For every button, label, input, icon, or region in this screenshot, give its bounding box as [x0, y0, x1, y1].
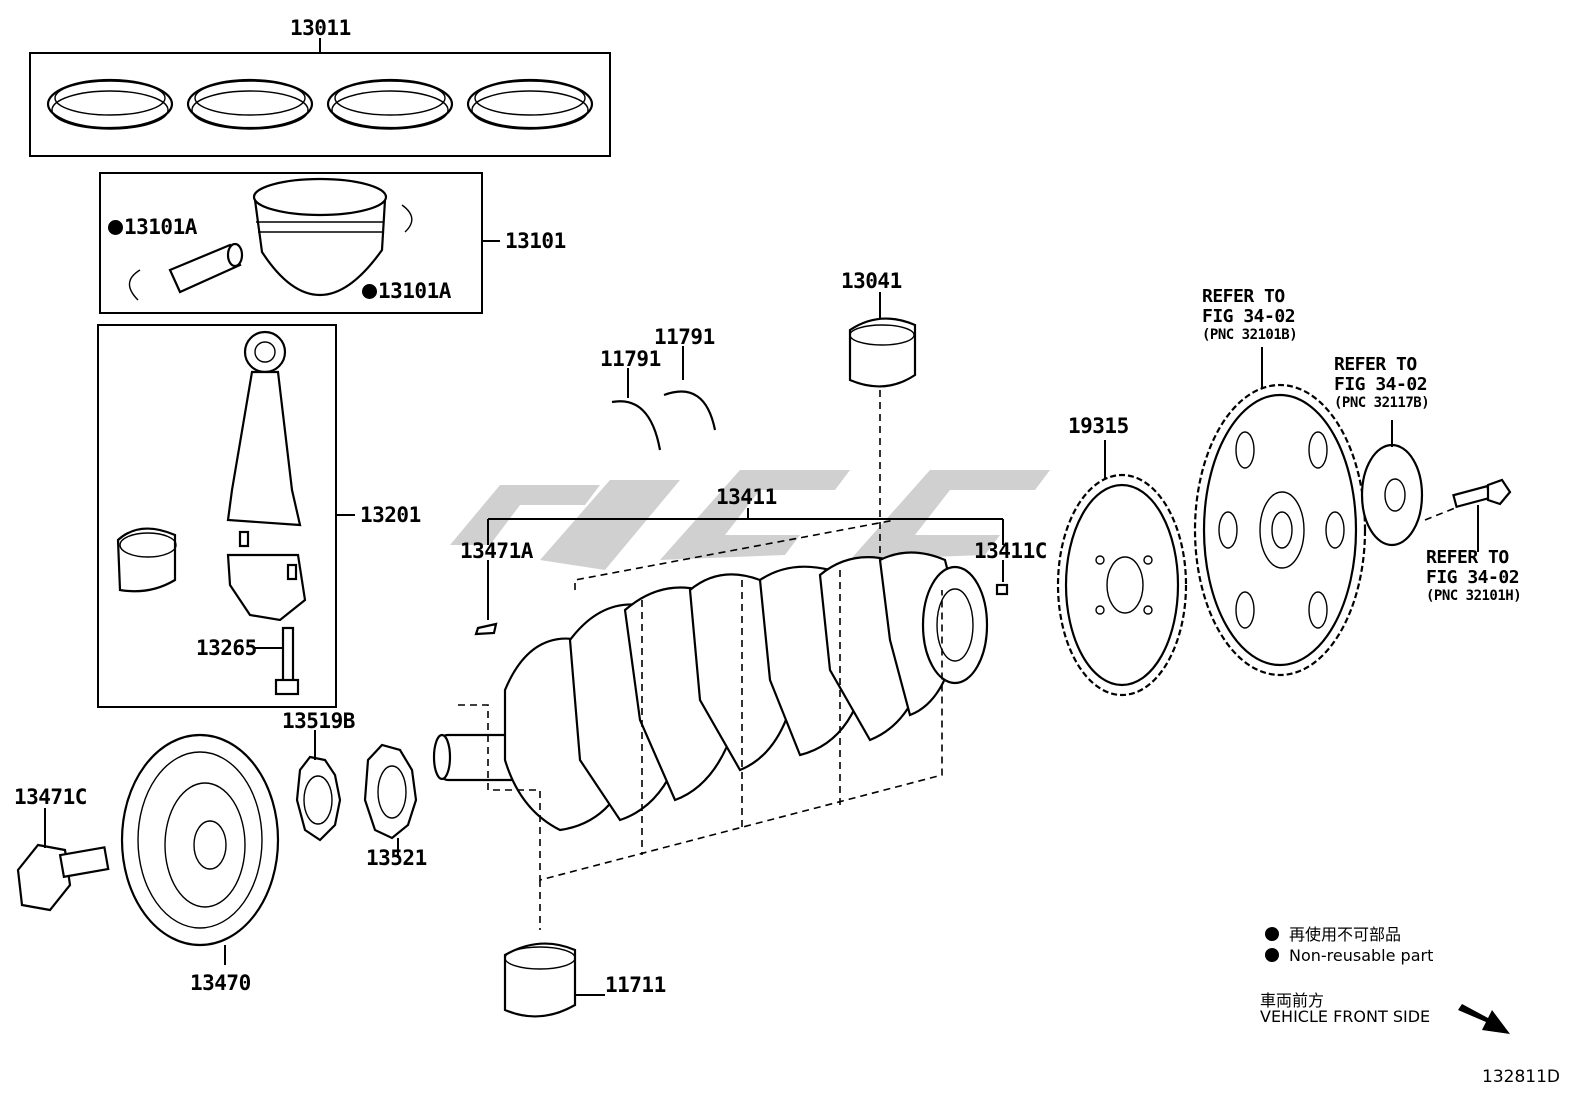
non-reusable-dot-icon [1265, 948, 1279, 962]
legend-front-en: VEHICLE FRONT SIDE [1260, 1007, 1431, 1026]
reference-line: REFER TO [1426, 547, 1509, 568]
pin-13411C [995, 583, 1009, 596]
legend-non-reusable-en: Non-reusable part [1265, 946, 1433, 965]
label-19315: 19315 [1068, 414, 1129, 438]
piston-box [99, 172, 483, 314]
legend-non-reusable-ja: 再使用不可部品 [1265, 921, 1401, 945]
label-13519B: 13519B [282, 709, 355, 733]
label-13101: 13101 [505, 229, 566, 253]
spacer-plate [1360, 443, 1424, 547]
label-13471C: 13471C [14, 785, 87, 809]
sprocket-13519B [295, 755, 342, 842]
drive-plate [1193, 383, 1367, 677]
bearing-11711 [503, 942, 577, 1018]
reference-block-1: REFER TO FIG 34-02 (PNC 32101B) [1202, 286, 1298, 344]
reference-line: REFER TO [1334, 354, 1417, 375]
crankshaft [432, 551, 989, 832]
non-reusable-dot-icon [108, 220, 123, 235]
key-13471A [474, 622, 498, 636]
vehicle-front-arrow-icon [1458, 1004, 1510, 1034]
label-13411C: 13411C [974, 539, 1047, 563]
thrust-washer-left [611, 400, 662, 451]
label-13011: 13011 [290, 16, 351, 40]
label-11791-right: 11791 [654, 325, 715, 349]
timing-rotor-19315 [1056, 473, 1188, 697]
reference-pnc: (PNC 32101H) [1426, 588, 1522, 604]
sprocket-13521 [363, 743, 418, 840]
label-11791-left: 11791 [600, 347, 661, 371]
reference-pnc: (PNC 32117B) [1334, 395, 1430, 411]
reference-block-3: REFER TO FIG 34-02 (PNC 32101H) [1426, 547, 1522, 605]
connecting-rod [116, 330, 307, 696]
reference-fig: FIG 34-02 [1334, 374, 1428, 395]
label-13041: 13041 [841, 269, 902, 293]
reference-line: REFER TO [1202, 286, 1285, 307]
bearing-13041 [848, 317, 917, 388]
non-reusable-dot-icon [1265, 927, 1279, 941]
label-11711: 11711 [605, 973, 666, 997]
piston-ring-set [46, 78, 594, 130]
label-13471A: 13471A [460, 539, 533, 563]
non-reusable-dot-icon [362, 284, 377, 299]
crankshaft-pulley-13470 [120, 733, 280, 947]
bolt-13471C [16, 843, 110, 912]
label-13470: 13470 [190, 971, 251, 995]
label-13521: 13521 [366, 846, 427, 870]
piston-assembly [128, 177, 413, 301]
legend-front-ja: 車両前方 [1260, 991, 1325, 1010]
flywheel-bolt [1452, 478, 1512, 509]
reference-fig: FIG 34-02 [1202, 306, 1296, 327]
label-13101A-left: 13101A [108, 216, 197, 238]
reference-block-2: REFER TO FIG 34-02 (PNC 32117B) [1334, 354, 1430, 412]
thrust-washer-right [663, 390, 717, 431]
reference-pnc: (PNC 32101B) [1202, 327, 1298, 343]
label-13265: 13265 [196, 636, 257, 660]
label-13201: 13201 [360, 503, 421, 527]
figure-id: 132811D [1482, 1067, 1560, 1087]
label-13101A-right: 13101A [362, 280, 451, 302]
reference-fig: FIG 34-02 [1426, 567, 1520, 588]
label-13411: 13411 [716, 485, 777, 509]
